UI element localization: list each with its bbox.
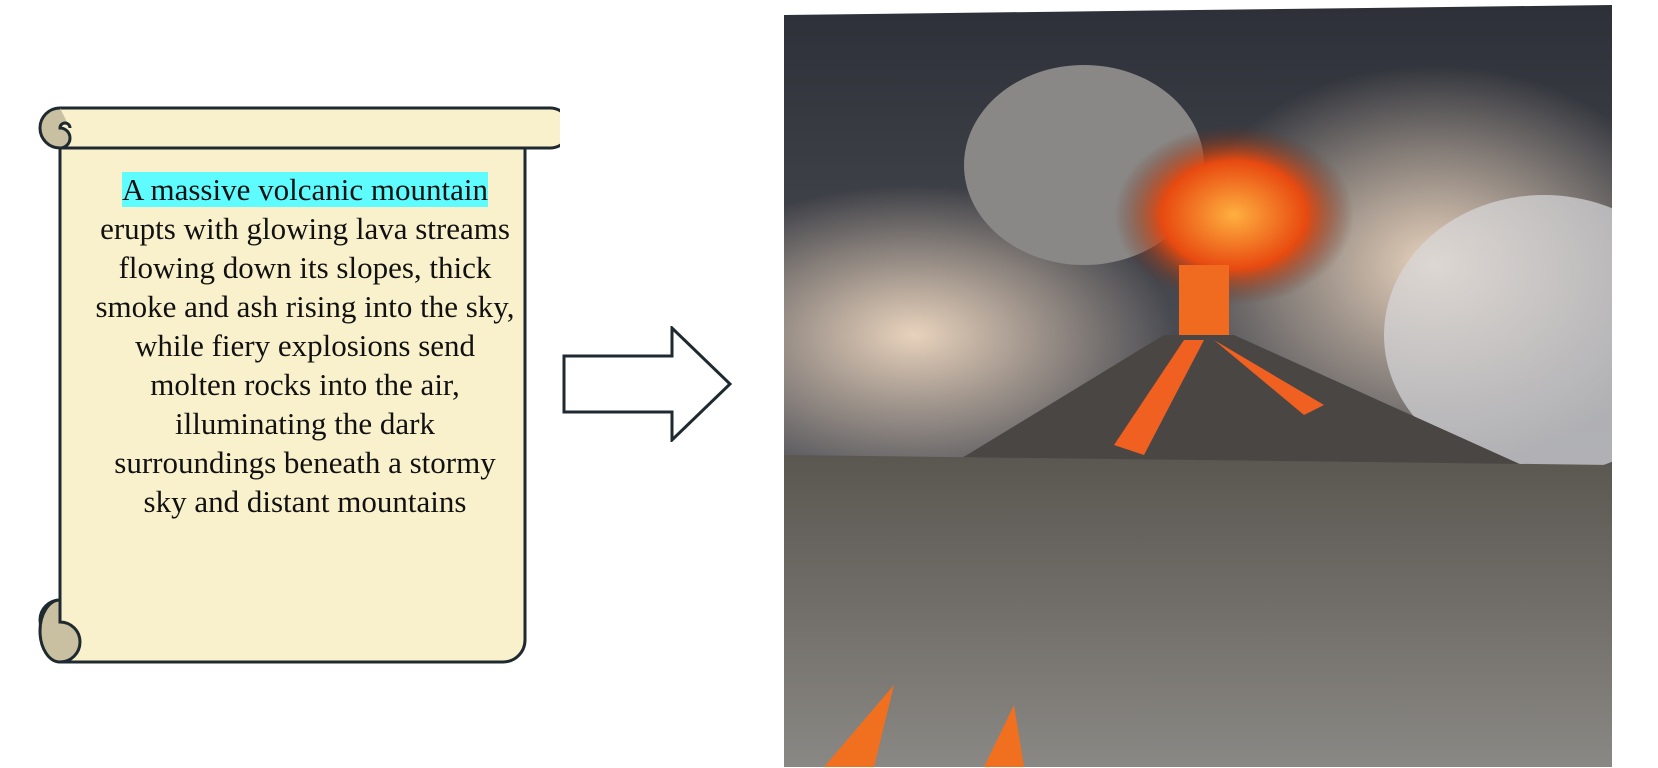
erupting-volcano-image [784, 5, 1612, 767]
prompt-text: A massive volcanic mountain erupts with … [95, 170, 515, 521]
prompt-scroll: A massive volcanic mountain erupts with … [20, 100, 572, 670]
prompt-rest: erupts with glowing lava streams flowing… [95, 211, 515, 519]
highlighted-phrase: A massive volcanic mountain [122, 172, 488, 207]
scroll-icon [38, 106, 572, 664]
right-arrow-icon [562, 326, 733, 442]
